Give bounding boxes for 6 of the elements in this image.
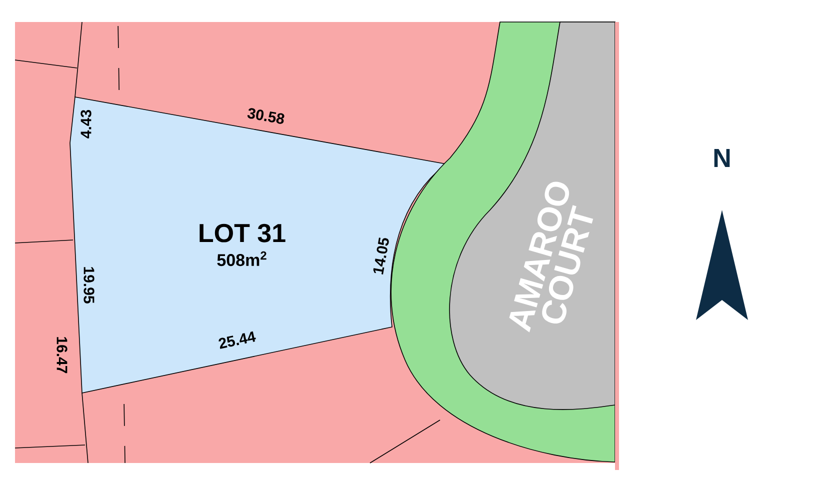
dimension-label: 4.43 xyxy=(80,110,92,138)
north-label: N xyxy=(714,149,730,167)
dimension-label: 30.58 xyxy=(247,108,284,124)
dimension-label: 14.05 xyxy=(373,238,389,274)
dimension-label: 25.44 xyxy=(218,331,256,349)
dimension-label: 19.95 xyxy=(84,267,94,304)
